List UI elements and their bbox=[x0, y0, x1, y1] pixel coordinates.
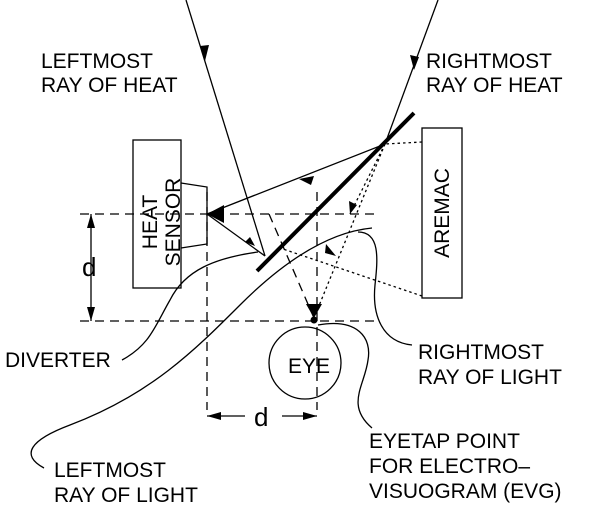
d-vertical-top-arrowhead bbox=[87, 214, 95, 228]
rightmost-light-leader bbox=[357, 231, 413, 346]
heat-sensor-focus-arrowhead bbox=[207, 205, 224, 223]
rightmost-ray-of-light-2 bbox=[313, 143, 386, 319]
rightmost-ray-of-light-label-line2: RAY OF LIGHT bbox=[418, 366, 562, 389]
leftmost-light-arrowhead-lower bbox=[325, 244, 336, 256]
leftmost-ray-of-light-label-line2: RAY OF LIGHT bbox=[54, 484, 198, 507]
rightmost-light-reflected-line bbox=[349, 143, 386, 215]
d-horizontal-right-arrowhead bbox=[303, 412, 317, 420]
rightmost-ray-of-heat-incoming bbox=[384, 0, 439, 145]
eyetap-point-dot bbox=[310, 316, 318, 324]
diverter-leader bbox=[121, 251, 259, 361]
rightmost-ray-of-light-1 bbox=[384, 141, 423, 145]
d-horizontal-left-arrowhead bbox=[207, 412, 221, 420]
eyetap-point-label-line1: EYETAP POINT bbox=[369, 430, 520, 453]
leftmost-light-leader bbox=[30, 227, 373, 469]
rightmost-ray-of-heat-label-line2: RAY OF HEAT bbox=[426, 74, 563, 97]
leftmost-heat-arrowhead bbox=[200, 45, 209, 61]
diverter-mirror bbox=[255, 111, 416, 273]
eye-circle bbox=[268, 326, 342, 400]
leftmost-ray-of-heat-label-line1: LEFTMOST bbox=[41, 50, 153, 73]
eyetap-point-label-line2: FOR ELECTRO– bbox=[369, 455, 530, 478]
leftmost-ray-of-heat-incoming bbox=[185, 0, 266, 257]
eyetap-point-label-line3: VISUOGRAM (EVG) bbox=[369, 480, 562, 503]
leftmost-ray-of-light-label-line1: LEFTMOST bbox=[54, 459, 166, 482]
rightmost-light-arrowhead-upper bbox=[349, 201, 357, 214]
heat-sensor-label-line1: HEAT bbox=[139, 195, 162, 250]
heat-sensor-label-line2: SENSOR bbox=[162, 178, 185, 267]
rightmost-ray-of-heat-reflected bbox=[206, 143, 386, 215]
aremac-box bbox=[421, 127, 463, 299]
d-horizontal-label: d bbox=[254, 402, 268, 432]
leftmost-ray-of-heat-reflected bbox=[206, 213, 266, 257]
eye-label: EYE bbox=[288, 355, 330, 378]
left-light-ray-virtual bbox=[268, 213, 315, 319]
leftmost-heat-reflected-arrowhead bbox=[245, 237, 255, 246]
leftmost-ray-of-heat-label-line2: RAY OF HEAT bbox=[41, 74, 178, 97]
rightmost-heat-arrowhead bbox=[410, 55, 419, 70]
aremac-label: AREMAC bbox=[431, 168, 454, 258]
eye-focus-arrowhead bbox=[306, 304, 322, 318]
rightmost-ray-of-light-label-line1: RIGHTMOST bbox=[418, 341, 544, 364]
diverter-label: DIVERTER bbox=[5, 349, 111, 372]
rightmost-ray-of-heat-label-line1: RIGHTMOST bbox=[426, 50, 552, 73]
d-vertical-bottom-arrowhead bbox=[87, 307, 95, 321]
rightmost-heat-reflected-arrowhead bbox=[299, 176, 314, 185]
d-vertical-label: d bbox=[82, 252, 96, 282]
eyetap-leader bbox=[317, 323, 373, 429]
